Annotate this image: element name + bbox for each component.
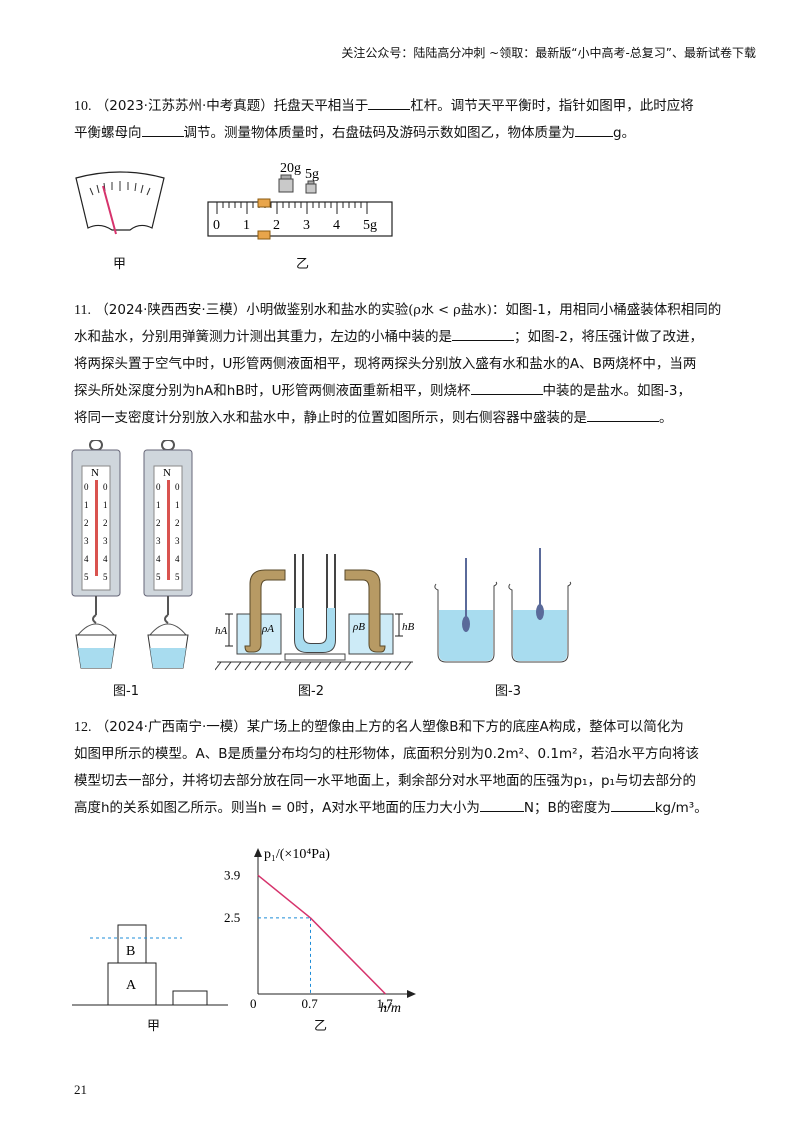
answer-blank[interactable] xyxy=(141,120,184,137)
svg-text:2: 2 xyxy=(84,518,89,528)
density-formula: (ρ水 < ρ盐水) xyxy=(408,303,492,318)
svg-text:5: 5 xyxy=(84,572,89,582)
x-tick-label: 1.7 xyxy=(377,996,394,1011)
svg-text:5: 5 xyxy=(156,572,161,582)
svg-text:2: 2 xyxy=(156,518,161,528)
figure-caption: 甲 xyxy=(147,1019,161,1034)
balance-pointer-dial xyxy=(75,171,165,235)
svg-text:1: 1 xyxy=(84,500,89,510)
svg-text:2: 2 xyxy=(103,518,108,528)
spring-scale-right: N 0 0 1 1 2 2 3 3 4 4 5 5 xyxy=(143,440,193,669)
svg-text:1: 1 xyxy=(103,500,108,510)
density-label-b: ρB xyxy=(352,621,365,633)
answer-blank[interactable] xyxy=(470,378,543,395)
page-number: 21 xyxy=(74,1082,87,1097)
svg-text:4: 4 xyxy=(156,554,161,564)
figure-caption: 图-2 xyxy=(298,684,324,699)
x-axis-arrow xyxy=(407,990,416,998)
question-number: 11. xyxy=(74,303,91,318)
block-label-b: B xyxy=(126,944,135,959)
answer-blank[interactable] xyxy=(452,324,514,341)
y-axis-arrow xyxy=(254,848,262,857)
figure-caption: 图-3 xyxy=(495,684,521,699)
meter-unit: N xyxy=(163,467,171,479)
svg-text:4: 4 xyxy=(84,554,89,564)
svg-text:4: 4 xyxy=(103,554,108,564)
block-label-a: A xyxy=(126,978,137,993)
depth-label-b: hB xyxy=(402,621,415,633)
scale-label: 5g xyxy=(363,218,377,233)
answer-blank[interactable] xyxy=(479,795,524,812)
pressure-gauge-figure: hA ρA hB ρB xyxy=(215,554,415,671)
svg-text:0: 0 xyxy=(175,482,180,492)
svg-text:2: 2 xyxy=(175,518,180,528)
meter-unit: N xyxy=(91,467,99,479)
y-axis-label: p₁/(×10⁴Pa) xyxy=(264,847,330,862)
svg-text:5: 5 xyxy=(175,572,180,582)
svg-text:3: 3 xyxy=(84,536,89,546)
depth-label-a: hA xyxy=(215,625,228,637)
spring-scale-left: N 0 0 1 1 2 2 3 3 4 4 5 5 xyxy=(71,440,121,669)
svg-text:0: 0 xyxy=(156,482,161,492)
svg-text:4: 4 xyxy=(175,554,180,564)
scale-label: 4 xyxy=(333,218,340,233)
question-source: （2024·陕西西安·三模） xyxy=(95,302,247,318)
answer-blank[interactable] xyxy=(368,93,411,110)
figure-caption: 乙 xyxy=(296,257,310,272)
svg-text:3: 3 xyxy=(103,536,108,546)
scale-label: 0 xyxy=(213,218,220,233)
spring-scales-figure: N 0 0 1 1 2 2 3 3 4 4 5 5 N 0 0 1 1 2 2 3 3 4 4 5 5 xyxy=(71,440,193,669)
page-header: 关注公众号：陆陆高分冲刺 ~领取：最新版“小中高考-总复习”、最新试卷下载 xyxy=(341,46,756,60)
question-source: （2024·广西南宁·一模） xyxy=(95,719,247,735)
figure-caption: 图-1 xyxy=(113,684,139,699)
densimeter-figure xyxy=(434,548,572,663)
question-10: 10. （2023·江苏苏州·中考真题）托盘天平相当于杠杆。调节天平平衡时，指针… xyxy=(74,93,734,147)
question-number: 12. xyxy=(74,720,92,735)
svg-text:3: 3 xyxy=(175,536,180,546)
question-12: 12. （2024·广西南宁·一模）某广场上的塑像由上方的名人塑像B和下方的底座… xyxy=(74,719,708,816)
svg-text:5: 5 xyxy=(103,572,108,582)
svg-text:0: 0 xyxy=(103,482,108,492)
pressure-height-chart: p₁/(×10⁴Pa) h/m 0 3.9 2.5 0.7 1.7 xyxy=(224,847,416,1016)
question-11: 11. （2024·陕西西安·三模）小明做鉴别水和盐水的实验(ρ水 < ρ盐水)… xyxy=(74,302,722,426)
statue-model-figure: B A xyxy=(72,924,228,1006)
question-number: 10. xyxy=(74,99,92,114)
y-tick-label: 2.5 xyxy=(224,910,240,925)
origin-label: 0 xyxy=(250,996,257,1011)
x-axis-label: h/m xyxy=(380,1001,401,1016)
y-tick-label: 3.9 xyxy=(224,867,240,882)
weight-label: 20g xyxy=(280,161,301,176)
answer-blank[interactable] xyxy=(587,405,659,422)
figure-caption: 乙 xyxy=(314,1019,328,1034)
answer-blank[interactable] xyxy=(610,795,655,812)
svg-text:0: 0 xyxy=(84,482,89,492)
density-label-a: ρA xyxy=(261,623,274,635)
series-segment xyxy=(309,917,387,995)
x-tick-label: 0.7 xyxy=(302,996,319,1011)
svg-text:1: 1 xyxy=(156,500,161,510)
figure-caption: 甲 xyxy=(113,257,127,272)
svg-text:1: 1 xyxy=(175,500,180,510)
balance-rider-scale: 20g 5g 0 1 2 3 4 5g xyxy=(207,161,393,240)
scale-label: 3 xyxy=(303,218,310,233)
weight-label: 5g xyxy=(305,167,319,182)
scale-label: 2 xyxy=(273,218,280,233)
series-segment xyxy=(257,874,311,919)
svg-text:3: 3 xyxy=(156,536,161,546)
answer-blank[interactable] xyxy=(575,120,613,137)
question-source: （2023·江苏苏州·中考真题） xyxy=(95,98,274,114)
scale-label: 1 xyxy=(243,218,250,233)
